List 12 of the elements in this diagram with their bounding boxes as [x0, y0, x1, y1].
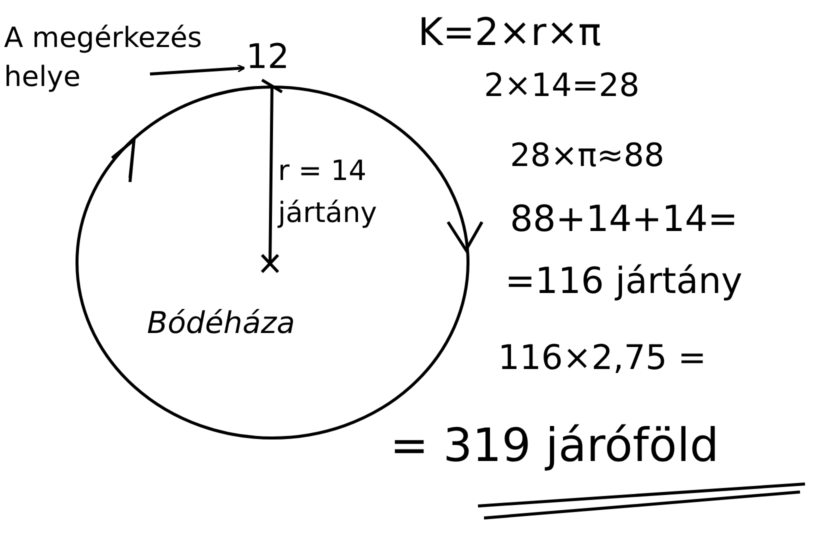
result: = 319 járóföld [390, 420, 719, 471]
formula: 2×14=28 [484, 68, 640, 104]
place-name: Bódéháza [147, 307, 295, 340]
place-label: A megérkezés helye [4, 18, 240, 110]
formula: K=2×r×π [418, 12, 602, 54]
radius-label: r = 14 jártány [278, 153, 378, 231]
arrow [150, 64, 246, 76]
formula: 28×π≈88 [510, 138, 664, 174]
formula: 116×2,75 = [498, 340, 706, 378]
point-number: 12 [246, 34, 296, 78]
formula: =116 jártány [505, 262, 742, 302]
formula: 88+14+14= [510, 200, 738, 240]
